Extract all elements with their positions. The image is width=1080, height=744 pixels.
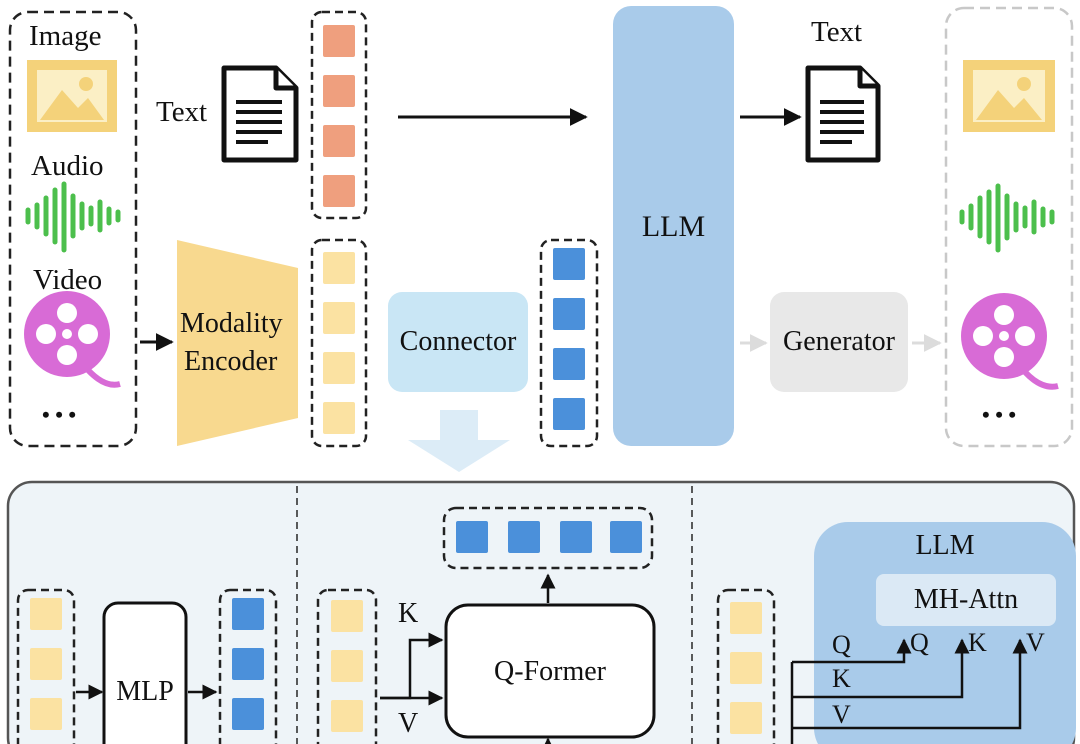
audio-label: Audio [31, 150, 104, 182]
text-token [323, 75, 355, 107]
query-token [560, 521, 592, 553]
qformer-input-token [331, 700, 363, 732]
encoder-label-line2: Encoder [184, 346, 278, 377]
llm-label: LLM [641, 210, 706, 243]
modality-token [323, 302, 355, 334]
image-icon [27, 60, 117, 132]
modality-token [323, 352, 355, 384]
video-reel-icon [24, 291, 121, 388]
audio-waveform-icon [25, 181, 121, 253]
qformer-block [444, 603, 656, 739]
expand-arrow [408, 410, 510, 472]
text-token-column [310, 10, 368, 220]
arrow-k-to-attn [792, 638, 970, 699]
connector-token [553, 398, 585, 430]
mlp-output-token [232, 598, 264, 630]
output-audio-waveform-icon [959, 183, 1055, 253]
qformer-v-label: V [398, 708, 419, 739]
mlp-input-token-column [16, 588, 76, 744]
modality-token [323, 402, 355, 434]
image-label: Image [29, 20, 102, 52]
v-attn-label: V [1026, 628, 1045, 657]
generator-label: Generator [783, 326, 895, 357]
inner-llm-label: LLM [915, 530, 975, 561]
mlp-label: MLP [116, 676, 174, 707]
q-input-label: Q [832, 630, 851, 659]
generator-block [770, 292, 908, 392]
connector-token [553, 348, 585, 380]
query-token [610, 521, 642, 553]
mlp-input-token [30, 698, 62, 730]
k-input-label: K [832, 664, 851, 693]
qformer-input-token [331, 600, 363, 632]
connector-token-column [539, 238, 599, 448]
xattn-input-token [730, 602, 762, 634]
query-token [456, 521, 488, 553]
output-text-document-icon [805, 65, 881, 163]
arrow-q-to-attn [792, 638, 912, 664]
arrow-v-to-attn [792, 638, 1028, 730]
encoder-token-column [310, 238, 368, 448]
mlp-output-token [232, 648, 264, 680]
qformer-k-label: K [398, 598, 419, 629]
text-token [323, 125, 355, 157]
modality-encoder-shape [177, 240, 298, 446]
text-token [323, 175, 355, 207]
video-label: Video [33, 264, 103, 296]
text-document-icon [221, 65, 299, 163]
mh-attn-label: MH-Attn [913, 584, 1019, 615]
text-token [323, 25, 355, 57]
q-attn-label: Q [910, 628, 929, 657]
k-attn-label: K [968, 628, 987, 657]
query-token [508, 521, 540, 553]
text-output-label: Text [811, 16, 863, 48]
connector-token [553, 298, 585, 330]
xattn-input-token [730, 652, 762, 684]
mlp-block [102, 601, 188, 744]
xattn-input-token-column [716, 588, 776, 744]
connector-token [553, 248, 585, 280]
output-video-reel-icon [961, 293, 1059, 390]
output-ellipsis: • • • [982, 402, 1017, 427]
qformer-input-token-column [316, 588, 378, 744]
modality-token [323, 252, 355, 284]
v-input-label: V [832, 700, 851, 729]
connector-label: Connector [399, 326, 517, 357]
mlp-output-token-column [218, 588, 278, 744]
output-image-icon [963, 60, 1055, 132]
mh-attn-block [876, 574, 1056, 626]
connector-block [388, 292, 528, 392]
qformer-label: Q-Former [494, 656, 606, 687]
xattn-input-token [730, 702, 762, 734]
llm-block [613, 6, 734, 446]
mlp-output-token [232, 698, 264, 730]
mlp-input-token [30, 598, 62, 630]
qformer-query-token-row [442, 506, 654, 570]
mlp-input-token [30, 648, 62, 680]
input-ellipsis: • • • [42, 402, 77, 427]
encoder-label-line1: Modality [180, 308, 283, 339]
qformer-input-token [331, 650, 363, 682]
text-input-label: Text [156, 96, 208, 128]
output-modalities-box [944, 6, 1074, 448]
